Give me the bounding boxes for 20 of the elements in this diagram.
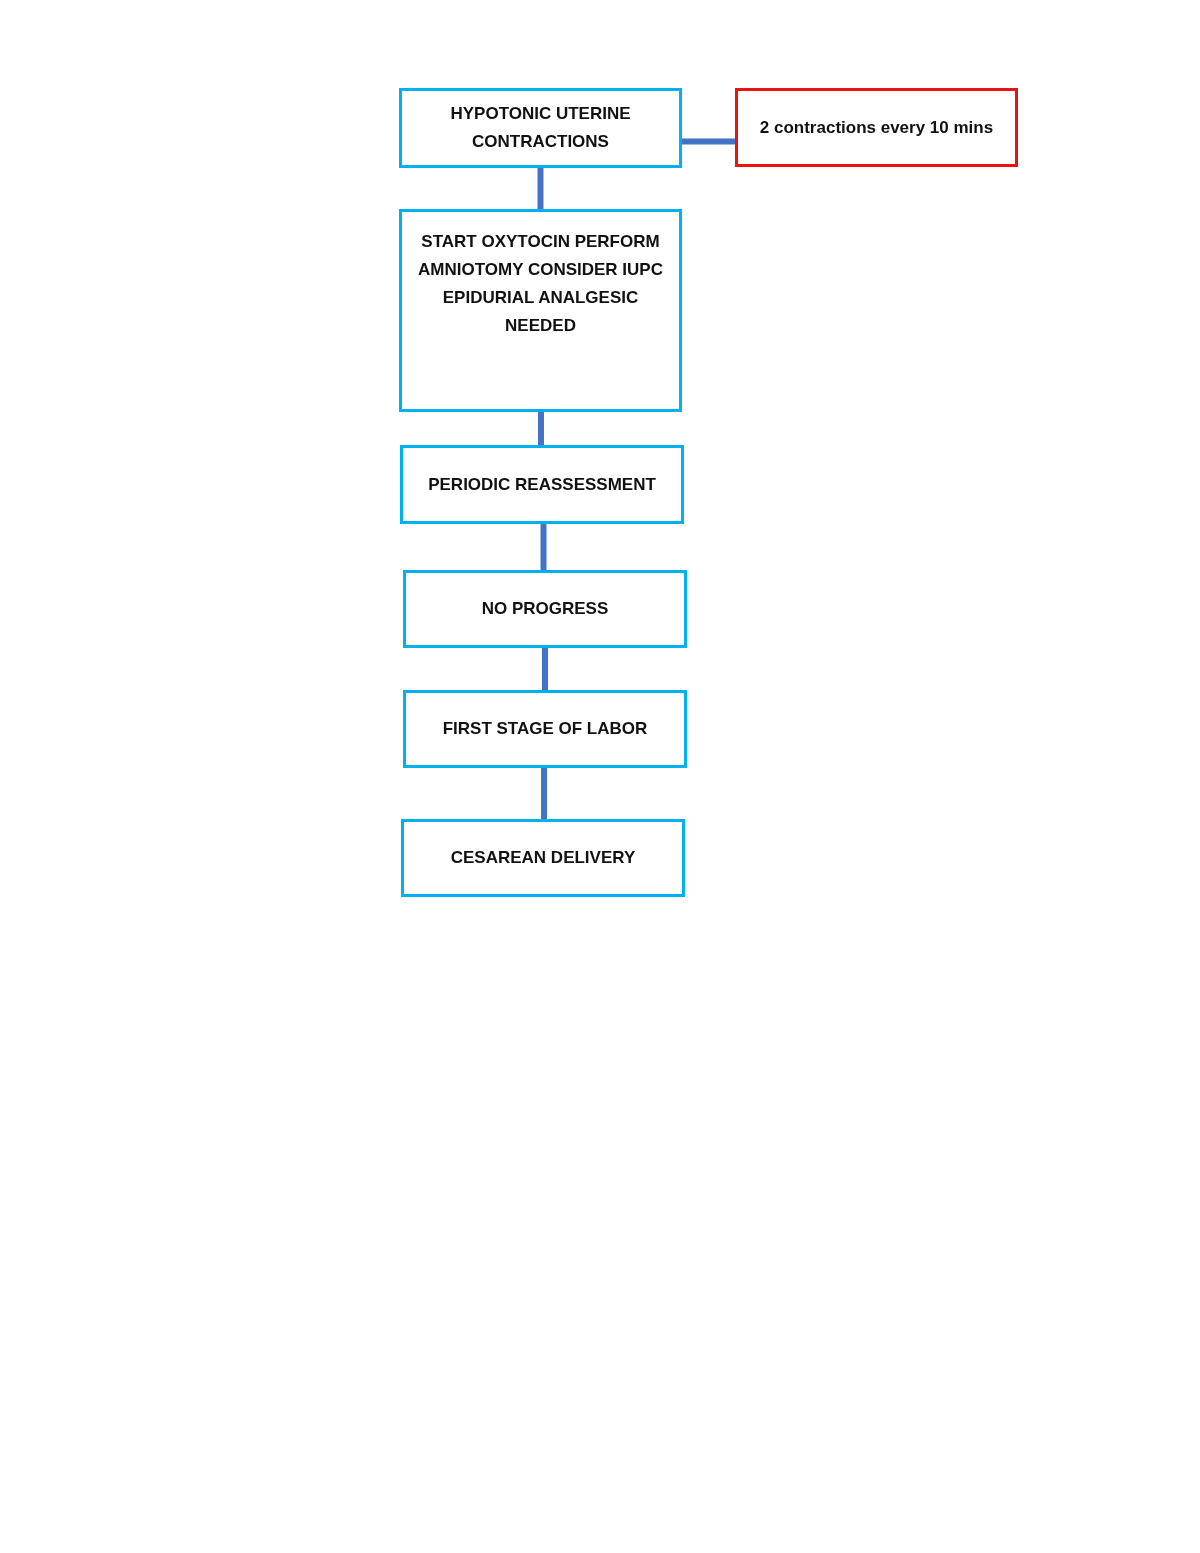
connector-line xyxy=(541,768,547,819)
box-text: NO PROGRESS xyxy=(481,598,609,620)
process-box xyxy=(399,209,682,412)
connector-line xyxy=(537,168,544,209)
connector-line xyxy=(682,138,735,145)
connector-line xyxy=(538,412,544,445)
box-text: HYPOTONIC UTERINE CONTRACTIONS xyxy=(449,103,632,153)
box-text: 2 contractions every 10 mins xyxy=(759,116,994,139)
process-box xyxy=(735,88,1018,167)
box-text: FIRST STAGE OF LABOR xyxy=(442,718,648,740)
process-box xyxy=(400,445,684,524)
process-box xyxy=(403,570,687,648)
connector-line xyxy=(542,648,548,690)
process-box xyxy=(399,88,682,168)
box-text: PERIODIC REASSESSMENT xyxy=(428,473,656,496)
box-text: START OXYTOCIN PERFORM AMNIOTOMY CONSIDER IUPC EPIDURIAL ANALGESIC NEEDED xyxy=(417,231,664,337)
connector-line xyxy=(540,524,547,570)
box-text: CESAREAN DELIVERY xyxy=(450,847,636,869)
process-box xyxy=(401,819,685,897)
process-box xyxy=(403,690,687,768)
